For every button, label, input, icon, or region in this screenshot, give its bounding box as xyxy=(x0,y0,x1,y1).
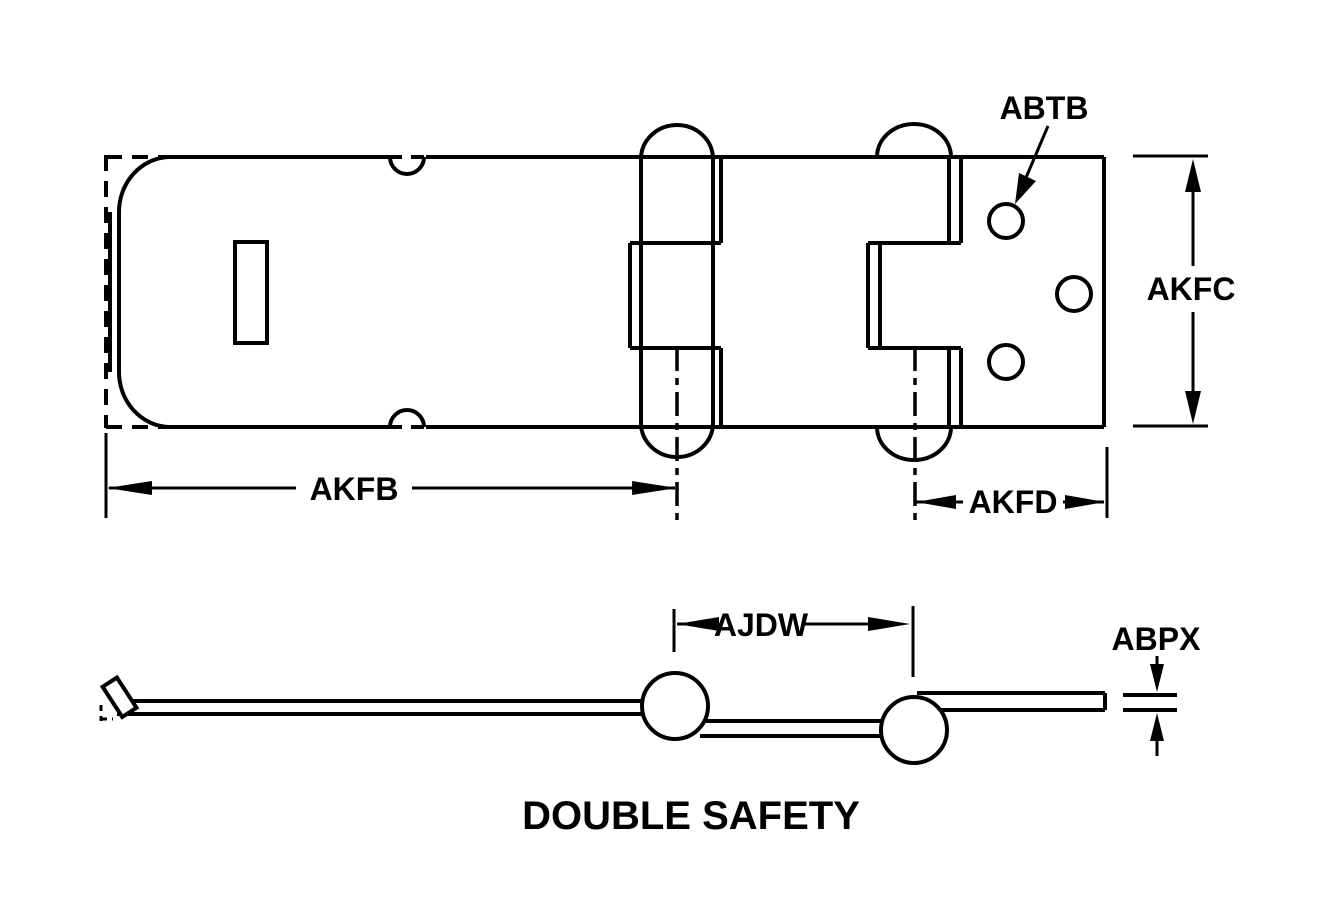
hinge-pin-circle-2 xyxy=(879,695,949,765)
label-akfd: AKFD xyxy=(969,484,1058,520)
slot-cutout xyxy=(233,240,269,345)
side-view xyxy=(99,671,1107,765)
dimension-akfb: AKFB xyxy=(104,433,677,518)
hinge-pin-circle-1 xyxy=(640,671,710,741)
edge-notch-bottom xyxy=(388,408,426,428)
top-view xyxy=(104,122,1106,526)
label-ajdw: AJDW xyxy=(714,607,809,643)
dimension-abtb: ABTB xyxy=(1000,90,1089,204)
label-akfb: AKFB xyxy=(310,471,399,507)
hinge2-dome-top xyxy=(875,122,953,158)
hinge-knuckle-1 xyxy=(628,123,723,522)
abpx-arrow-down xyxy=(1150,664,1164,692)
abpx-arrow-up xyxy=(1150,713,1164,741)
bend-arc-top xyxy=(116,155,169,213)
diagram-title: DOUBLE SAFETY xyxy=(522,794,860,838)
abtb-leader-line xyxy=(1023,125,1050,181)
ajdw-arrow-right xyxy=(868,617,910,631)
akfc-arrow-up xyxy=(1185,159,1201,192)
label-abpx: ABPX xyxy=(1112,621,1202,657)
hinge-knuckle-2 xyxy=(866,122,963,526)
akfc-arrow-down xyxy=(1185,391,1201,424)
akfd-arrow-right xyxy=(1065,495,1105,509)
label-abtb: ABTB xyxy=(1000,90,1089,126)
akfb-arrow-right xyxy=(632,481,677,495)
akfb-arrow-left xyxy=(107,481,152,495)
strap-plate-outline xyxy=(168,155,1106,429)
abtb-arrowhead xyxy=(1015,173,1036,204)
mounting-hole-top xyxy=(987,202,1025,240)
ajdw-arrow-left xyxy=(677,617,719,631)
akfd-arrow-left xyxy=(916,495,956,509)
edge-notch-top xyxy=(388,156,426,176)
bent-lip xyxy=(99,674,140,720)
bent-lip-face xyxy=(99,674,140,720)
label-akfc: AKFC xyxy=(1147,271,1236,307)
hidden-folded-end xyxy=(104,155,169,429)
bend-arc-bottom xyxy=(116,371,169,429)
dimension-ajdw: AJDW xyxy=(672,606,915,677)
mounting-hole-bottom xyxy=(987,343,1025,381)
dimension-abpx: ABPX xyxy=(1112,621,1202,756)
dimension-akfd: AKFD xyxy=(916,447,1109,520)
mounting-hole-middle xyxy=(1055,275,1093,313)
dimension-akfc: AKFC xyxy=(1133,154,1236,428)
